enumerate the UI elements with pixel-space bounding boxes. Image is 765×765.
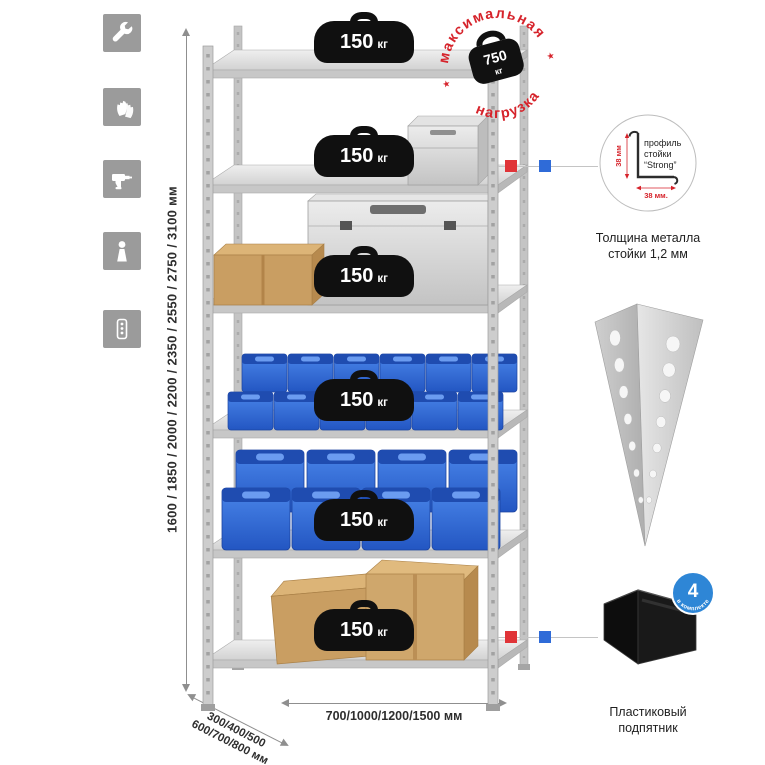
load-unit: кг	[377, 626, 388, 639]
stamp-star-left: ★	[441, 78, 451, 90]
load-unit: кг	[377, 272, 388, 285]
aluminum-case-small	[407, 115, 489, 186]
included-count-badge: 4 в комплекте	[671, 571, 715, 615]
person-icon	[103, 232, 141, 270]
stamp-star-right: ★	[545, 50, 555, 62]
svg-text:стойки: стойки	[644, 149, 672, 159]
gloves-icon	[103, 88, 141, 126]
svg-text:38 мм: 38 мм	[614, 145, 623, 167]
stamp-weight-icon	[468, 30, 524, 84]
blue-marker-top	[539, 160, 551, 172]
height-dimension-line	[182, 28, 190, 692]
blue-marker-bottom	[539, 631, 551, 643]
depth-dimension-label-2: 600/700/800 мм	[189, 718, 271, 765]
post-profile-detail: 38 мм 38 мм. профиль стойки “Strong”	[599, 114, 697, 212]
profile-caption: Толщина металла стойки 1,2 мм	[595, 231, 701, 262]
svg-text:4: 4	[688, 581, 699, 602]
height-dimension-label: 1600 / 1850 / 2000 / 2200 / 2350 / 2550 …	[164, 186, 180, 533]
angle-post-image	[594, 303, 704, 547]
load-value: 150	[340, 508, 374, 531]
stamp-load-value: 750	[482, 47, 509, 69]
profile-dimensions: 38 мм 38 мм.	[614, 133, 676, 200]
svg-text:“Strong”: “Strong”	[644, 160, 677, 170]
load-value: 150	[340, 618, 374, 641]
load-value: 150	[340, 264, 374, 287]
width-dimension-line	[281, 699, 507, 707]
wrench-icon	[103, 14, 141, 52]
load-value: 150	[340, 144, 374, 167]
svg-text:профиль: профиль	[644, 138, 682, 148]
stamp-load-unit: кг	[494, 65, 505, 77]
cardboard-box	[213, 243, 325, 306]
load-unit: кг	[377, 396, 388, 409]
fastener-icon	[103, 310, 141, 348]
width-dimension-label: 700/1000/1200/1500 мм	[325, 709, 463, 723]
red-marker-top	[505, 160, 517, 172]
foot-caption: Пластиковый подпятник	[609, 705, 687, 736]
profile-drawing	[628, 130, 679, 185]
load-unit: кг	[377, 516, 388, 529]
svg-text:нагрузка: нагрузка	[470, 85, 547, 130]
load-unit: кг	[377, 38, 388, 51]
load-value: 150	[340, 30, 374, 53]
front-posts	[201, 45, 500, 711]
svg-text:38 мм.: 38 мм.	[644, 191, 668, 200]
load-unit: кг	[377, 152, 388, 165]
load-value: 150	[340, 388, 374, 411]
red-marker-bottom	[505, 631, 517, 643]
drill-icon	[103, 160, 141, 198]
